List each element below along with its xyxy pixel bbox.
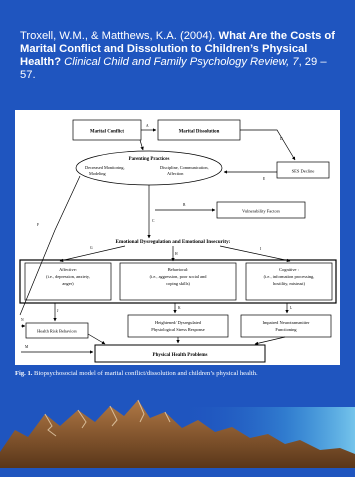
edge-label-i: I	[260, 247, 262, 251]
citation-volume: 7	[292, 56, 299, 68]
marital-conflict-label: Marital Conflict	[90, 130, 124, 135]
mountain-highlights	[44, 399, 171, 437]
model-diagram: Marital Conflict Marital Dissolution Par…	[19, 119, 337, 363]
model-figure: Marital Conflict Marital Dissolution Par…	[15, 110, 340, 365]
citation-article-title: What Are the Costs of Marital Conflict a…	[20, 30, 335, 68]
edge-label-j: J	[57, 309, 59, 313]
parenting-right-line-1: Discipline, Communication,	[160, 165, 209, 171]
stress-response-box	[127, 314, 229, 338]
parenting-left-line-1: Decreased Monitoring,	[85, 165, 125, 171]
edge-label-g: G	[90, 246, 93, 250]
health-risk-label: Health Risk Behaviors	[37, 329, 77, 334]
affective-line-3: anger)	[62, 281, 74, 286]
physical-health-box	[94, 344, 266, 363]
stress-line-1: Heightened/ Dysregulated	[155, 320, 202, 325]
parenting-left-line-2: Modeling	[89, 171, 107, 176]
cognitive-line-3: hostility, mistrust)	[273, 281, 305, 287]
edge-label-h: H	[175, 252, 178, 256]
stress-line-2: Physiological Stress Response	[151, 327, 204, 332]
edge-label-e: E	[263, 177, 266, 181]
edge-label-b: B	[183, 203, 186, 207]
affective-line-1: Affective:	[59, 267, 77, 272]
ses-decline-box	[276, 161, 330, 179]
emotional-dysregulation-label: Emotional Dysregulation and Emotional In…	[116, 239, 231, 245]
edge-label-m: M	[25, 345, 29, 349]
edge-neuro-to-physical	[254, 336, 286, 345]
citation-authors: Troxell, W.M., & Matthews, K.A. (2004).	[20, 30, 216, 42]
affective-line-2: (i.e., depression, anxiety,	[46, 274, 90, 280]
citation-title: Troxell, W.M., & Matthews, K.A. (2004). …	[20, 30, 338, 82]
edge-d	[240, 129, 296, 161]
neurotransmitter-box	[240, 314, 332, 338]
vulnerability-label: Vulnerability Factors	[242, 209, 280, 214]
caption-label: Fig. 1.	[15, 370, 33, 377]
edge-i	[219, 245, 291, 263]
behavioral-line-2: (i.e., aggression, poor social and	[150, 274, 208, 280]
behavioral-line-3: coping skills)	[166, 281, 190, 286]
edge-a-down	[139, 139, 144, 151]
edge-label-c: C	[152, 219, 155, 223]
behavioral-line-1: Behavioral:	[168, 267, 188, 272]
vulnerability-factors-box	[216, 201, 306, 219]
figure-caption: Fig. 1. Biopsychosocial model of marital…	[15, 367, 347, 381]
edge-label-a: A	[146, 124, 149, 128]
edge-label-n: N	[21, 318, 24, 322]
mountain-range	[0, 400, 355, 477]
parenting-right-line-2: Affection	[167, 171, 184, 176]
mountain-landscape-image	[0, 399, 355, 477]
ses-decline-label: SES Decline	[292, 169, 315, 174]
behavioral-box	[119, 262, 237, 301]
edge-g	[59, 245, 126, 262]
physical-health-label: Physical Health Problems	[153, 353, 208, 358]
edge-label-k: K	[178, 306, 181, 310]
edge-f	[19, 175, 81, 316]
edge-health-risk-to-physical	[87, 333, 106, 345]
caption-text: Biopsychosocial model of marital conflic…	[32, 370, 258, 377]
neuro-line-2: Functioning	[275, 327, 297, 332]
neuro-line-1: Impaired Neurotransmitter	[263, 320, 310, 325]
cognitive-line-2: (i.e., information processing,	[264, 274, 315, 280]
marital-dissolution-label: Marital Dissolution	[179, 130, 220, 135]
parenting-practices-label: Parenting Practices	[129, 157, 170, 162]
cognitive-line-1: Cognitive :	[279, 267, 299, 272]
citation-pages: , 29 – 57.	[20, 56, 327, 81]
edge-label-f: F	[37, 223, 39, 227]
citation-journal: Clinical Child and Family Psychology Rev…	[64, 56, 290, 68]
edge-label-l: L	[290, 306, 292, 310]
ground-band	[0, 468, 355, 477]
affective-box	[24, 262, 112, 301]
edge-label-d: D	[280, 137, 283, 141]
cognitive-box	[245, 262, 333, 301]
health-risk-box	[25, 322, 89, 339]
emotional-outer-box	[19, 259, 337, 304]
